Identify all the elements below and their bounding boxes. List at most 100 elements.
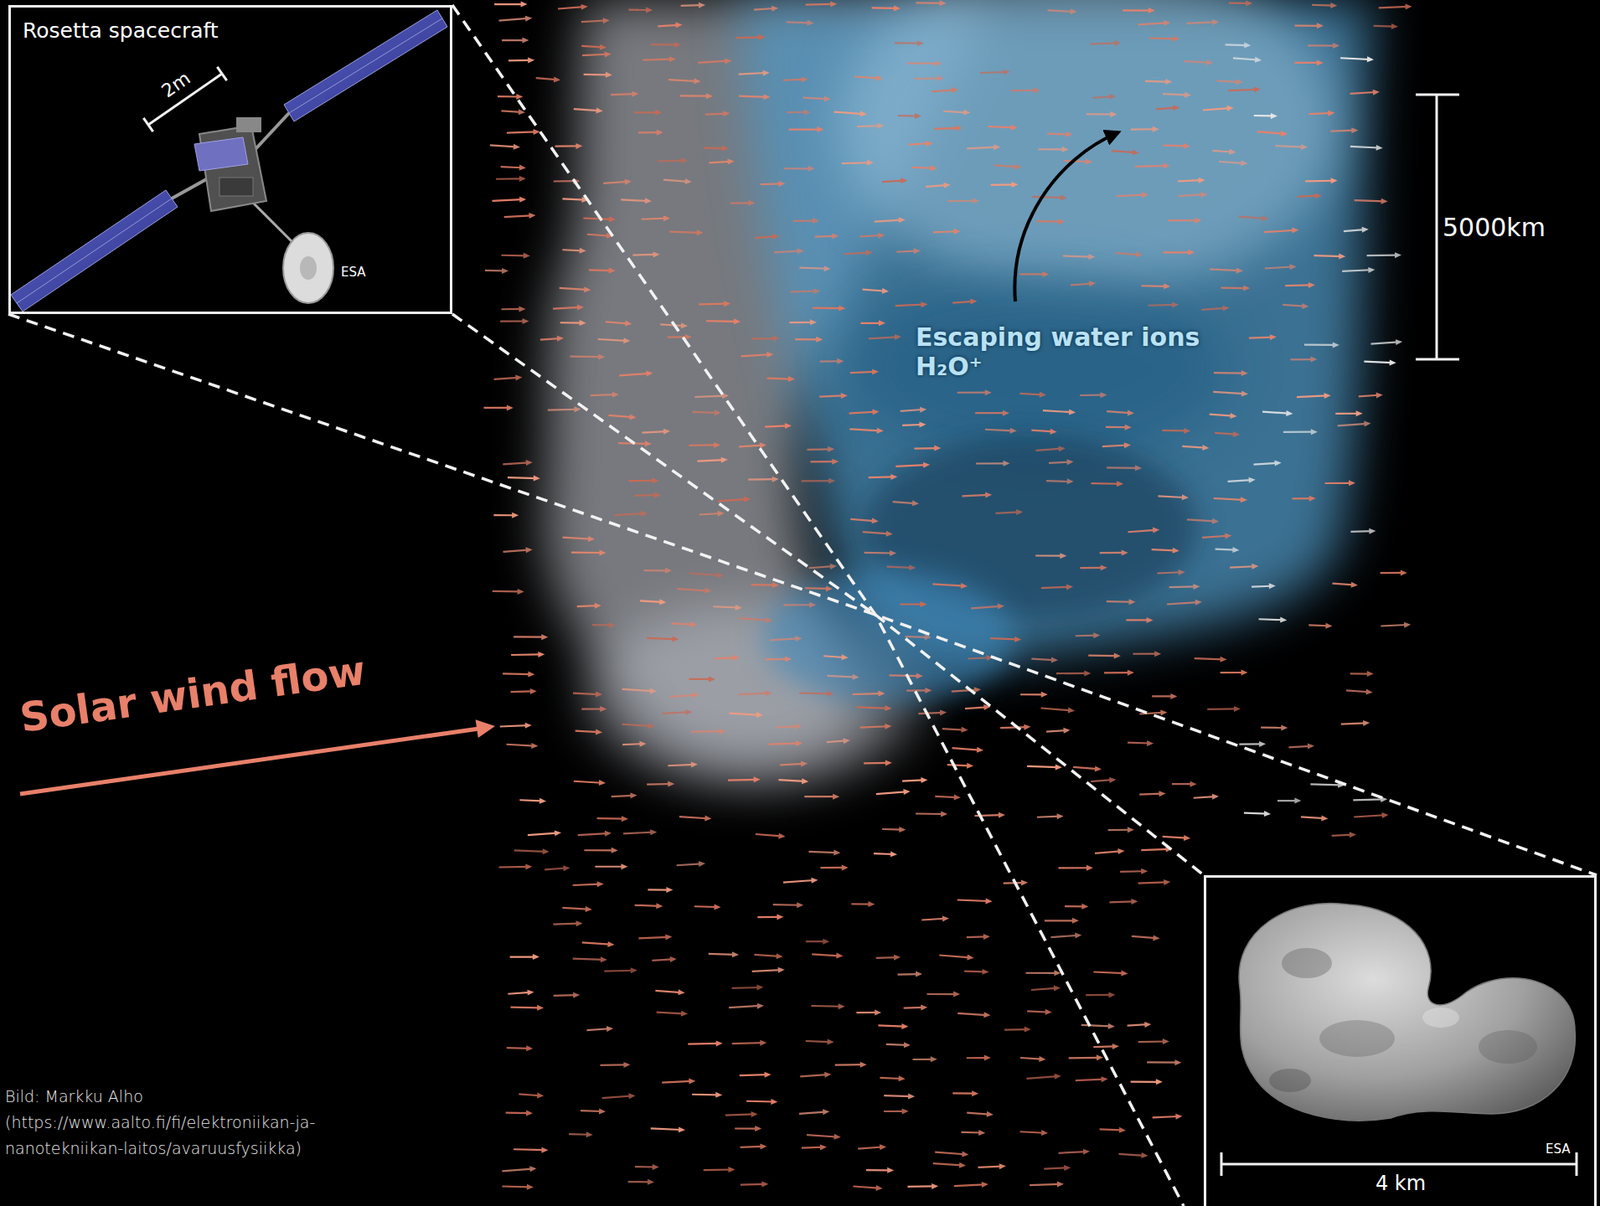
wind-vector [1131, 934, 1161, 941]
wind-vector [1350, 528, 1376, 535]
wind-vector [1037, 146, 1069, 153]
wind-vector [572, 881, 604, 888]
wind-vector [1032, 194, 1068, 201]
wind-vector [1031, 656, 1059, 663]
wind-vector [939, 954, 974, 961]
wind-vector [1106, 409, 1135, 416]
wind-vector [1158, 494, 1189, 501]
spacecraft-inset: Rosetta spacecraft2mESA [8, 5, 453, 315]
wind-vector [583, 847, 618, 854]
wind-vector [492, 588, 525, 595]
wind-vector [510, 688, 537, 695]
wind-vector [485, 268, 509, 274]
wind-vector [669, 692, 700, 699]
wind-vector [954, 1181, 989, 1188]
wind-vector [544, 865, 570, 872]
wind-vector [634, 903, 664, 909]
wind-vector [1138, 1038, 1170, 1045]
wind-vector [931, 87, 959, 93]
wind-vector [799, 691, 834, 697]
wind-vector [1090, 777, 1116, 784]
wind-vector [1116, 191, 1149, 198]
wind-vector [703, 1166, 736, 1173]
wind-vector [1238, 741, 1266, 748]
comet-inset: ESA4 km [1203, 875, 1597, 1206]
wind-vector [508, 56, 535, 63]
wind-vector [1257, 130, 1288, 137]
wind-vector [575, 729, 603, 736]
wind-vector [694, 392, 729, 399]
wind-vector [610, 91, 640, 98]
wind-vector [655, 989, 685, 996]
wind-vector [1119, 1152, 1149, 1159]
wind-vector [1079, 392, 1107, 398]
wind-vector [491, 196, 527, 203]
wind-vector [1220, 284, 1250, 291]
wind-vector [783, 877, 819, 884]
wind-vector [740, 1143, 768, 1150]
wind-vector [1311, 2, 1337, 9]
wind-vector [1064, 903, 1089, 910]
wind-vector [568, 1131, 594, 1138]
wind-vector [925, 182, 951, 189]
wind-vector [849, 428, 884, 434]
wind-vector [1254, 459, 1282, 466]
wind-vector [657, 22, 682, 29]
wind-vector [784, 165, 816, 172]
wind-vector [1218, 160, 1248, 166]
wind-vector [1171, 781, 1198, 788]
wind-vector [1169, 583, 1201, 590]
wind-vector [876, 954, 901, 961]
wind-vector [663, 178, 692, 185]
wind-vector [883, 1093, 915, 1100]
wind-vector [504, 212, 537, 219]
wind-vector [1094, 848, 1126, 855]
wind-vector [622, 687, 657, 694]
wind-vector [866, 1167, 894, 1174]
wind-vector [650, 1126, 686, 1133]
wind-vector [975, 410, 1010, 417]
wind-vector [1075, 1076, 1109, 1083]
wind-vector [812, 305, 847, 312]
wind-vector [934, 794, 961, 800]
wind-vector [1088, 653, 1121, 660]
wind-vector [1044, 918, 1079, 924]
wind-vector [965, 704, 991, 711]
wind-vector [899, 601, 927, 608]
wind-vector [1125, 617, 1153, 624]
wind-vector [960, 1130, 986, 1136]
escape-arrow [1014, 132, 1119, 302]
wind-vector [582, 941, 615, 948]
wind-vector [1106, 598, 1136, 605]
wind-vector [676, 861, 706, 868]
wind-vector [708, 951, 739, 958]
wind-vector [562, 536, 596, 542]
wind-vector [1288, 743, 1315, 750]
wind-vector [705, 110, 730, 117]
wind-vector [608, 413, 636, 420]
wind-vector [573, 779, 606, 786]
wind-vector [852, 1185, 883, 1192]
wind-vector [1099, 1127, 1126, 1134]
wind-vector [1046, 727, 1070, 734]
wind-vector [776, 723, 802, 730]
wind-vector [868, 474, 899, 480]
wind-vector [886, 1042, 911, 1048]
wind-vector [918, 709, 947, 716]
wind-vector [661, 1078, 696, 1085]
wind-vector [1086, 111, 1117, 118]
wind-vector [614, 510, 649, 517]
wind-vector [1156, 104, 1181, 111]
wind-vector [1264, 227, 1299, 234]
wind-vector [1029, 1181, 1064, 1188]
wind-vector [641, 215, 671, 222]
wind-vector [592, 622, 616, 629]
wind-vector [712, 604, 742, 611]
wind-vector [754, 233, 780, 240]
wind-vector [1308, 110, 1335, 117]
wind-vector [717, 496, 751, 503]
wind-vector [1183, 59, 1213, 66]
wind-vector [1201, 305, 1229, 312]
wind-vector [1277, 798, 1301, 805]
